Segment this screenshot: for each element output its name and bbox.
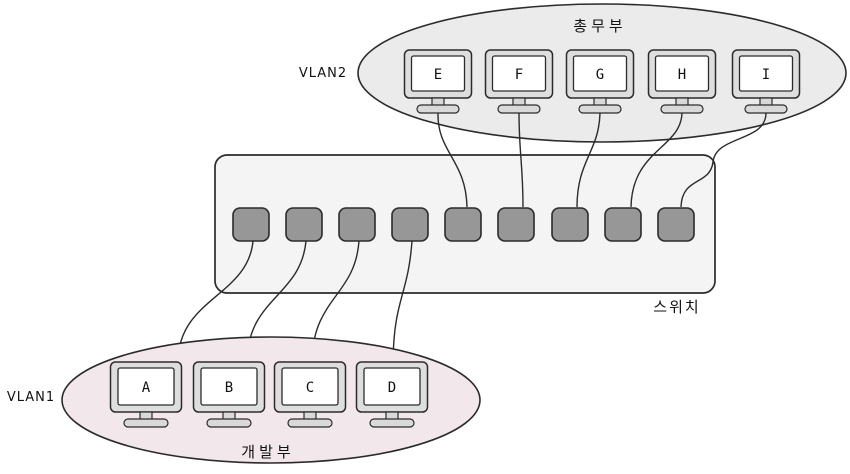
monitor-c-label: C [306,380,314,396]
monitor-h: H [647,49,717,114]
monitor-a-screen [117,367,175,406]
monitor-g: G [565,49,635,114]
monitor-f-stand-base [497,104,541,114]
switch-port-8 [604,207,642,242]
switch-label: 스위치 [653,298,700,316]
monitor-c: C [273,361,347,428]
monitor-f-label: F [515,67,523,83]
switch-port-7 [551,207,589,242]
vlan2-label: VLAN2 [299,66,347,81]
monitor-a-label: A [142,380,151,396]
monitor-h-screen [654,55,710,92]
monitor-h-stand-base [660,104,704,114]
switch-port-3 [338,207,376,242]
monitor-e-label: E [434,67,442,83]
monitor-d-stand-base [369,418,415,428]
monitor-f: F [484,49,554,114]
monitor-b-stand-base [206,418,252,428]
monitor-a: A [109,361,183,428]
vlan2-department-label: 총무부 [573,17,626,35]
monitor-g-stand-base [578,104,622,114]
monitor-g-label: G [596,67,604,83]
monitor-c-screen [281,367,339,406]
monitor-c-stand-base [287,418,333,428]
vlan1-department-label: 개발부 [241,443,294,461]
monitor-i: I [731,49,801,114]
monitor-i-label: I [762,67,770,83]
switch-port-9 [657,207,695,242]
wire-port4-d [392,240,413,362]
wire-h-port8 [630,112,683,208]
monitor-i-stand-base [744,104,788,114]
switch-port-5 [444,207,482,242]
monitor-d-screen [363,367,421,406]
monitor-d: D [355,361,429,428]
wire-g-port7 [576,112,601,208]
monitor-e: E [403,49,473,114]
monitor-b-screen [200,367,258,406]
monitor-i-screen [738,55,794,92]
vlan1-label: VLAN1 [7,390,55,405]
monitor-f-screen [491,55,547,92]
monitor-e-stand-base [416,104,460,114]
wire-port1-a [177,240,254,362]
monitor-e-screen [410,55,466,92]
wire-e-port5 [437,112,468,208]
monitor-b: B [192,361,266,428]
switch-port-4 [391,207,429,242]
monitor-d-label: D [388,380,396,396]
wire-f-port6 [518,112,524,208]
monitor-h-label: H [678,67,686,83]
monitor-a-stand-base [123,418,169,428]
switch-port-1 [232,207,270,242]
switch-port-2 [285,207,323,242]
monitor-b-label: B [225,380,233,396]
switch-port-6 [497,207,535,242]
wire-i-port9 [680,112,767,208]
monitor-g-screen [572,55,628,92]
